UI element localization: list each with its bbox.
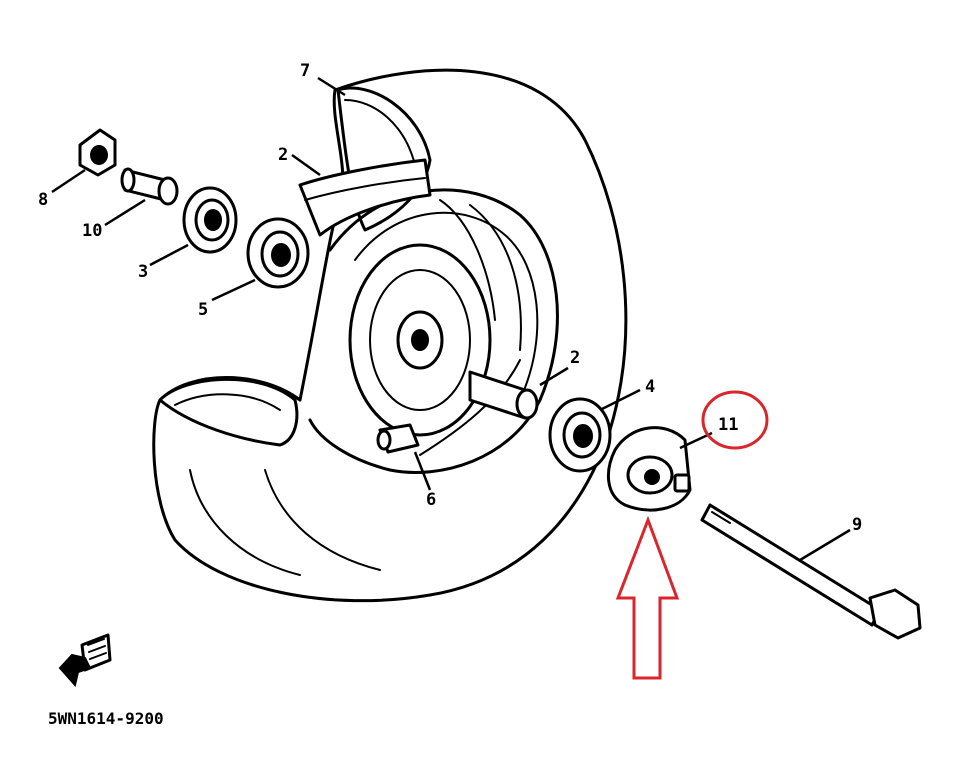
leader-lines bbox=[51, 76, 851, 562]
bearing-inner bbox=[246, 217, 310, 289]
callout-2-upper: 2 bbox=[278, 145, 288, 165]
axle-bolt bbox=[700, 503, 922, 640]
valve-stem bbox=[376, 423, 420, 454]
callout-7: 7 bbox=[300, 61, 310, 81]
callout-10: 10 bbox=[82, 221, 102, 241]
callout-11: 11 bbox=[718, 415, 738, 435]
up-arrow-icon bbox=[615, 515, 680, 680]
callout-2-hub: 2 bbox=[570, 348, 580, 368]
callout-6: 6 bbox=[426, 490, 436, 510]
spacer-part bbox=[120, 167, 179, 206]
bearing-left bbox=[182, 186, 238, 254]
callout-8: 8 bbox=[38, 190, 48, 210]
callout-9: 9 bbox=[852, 515, 862, 535]
wheel-hub bbox=[348, 243, 539, 437]
bearing-right bbox=[548, 397, 612, 473]
callout-4: 4 bbox=[645, 377, 655, 397]
callout-5: 5 bbox=[198, 300, 208, 320]
speedometer-gear-unit bbox=[606, 426, 692, 512]
front-direction-arrow-icon bbox=[58, 633, 112, 688]
reference-code: 5WN1614-9200 bbox=[48, 709, 164, 728]
highlight-circle bbox=[701, 390, 769, 450]
nut-part bbox=[78, 128, 117, 177]
callout-3: 3 bbox=[138, 262, 148, 282]
rim-band-upper bbox=[298, 158, 432, 237]
